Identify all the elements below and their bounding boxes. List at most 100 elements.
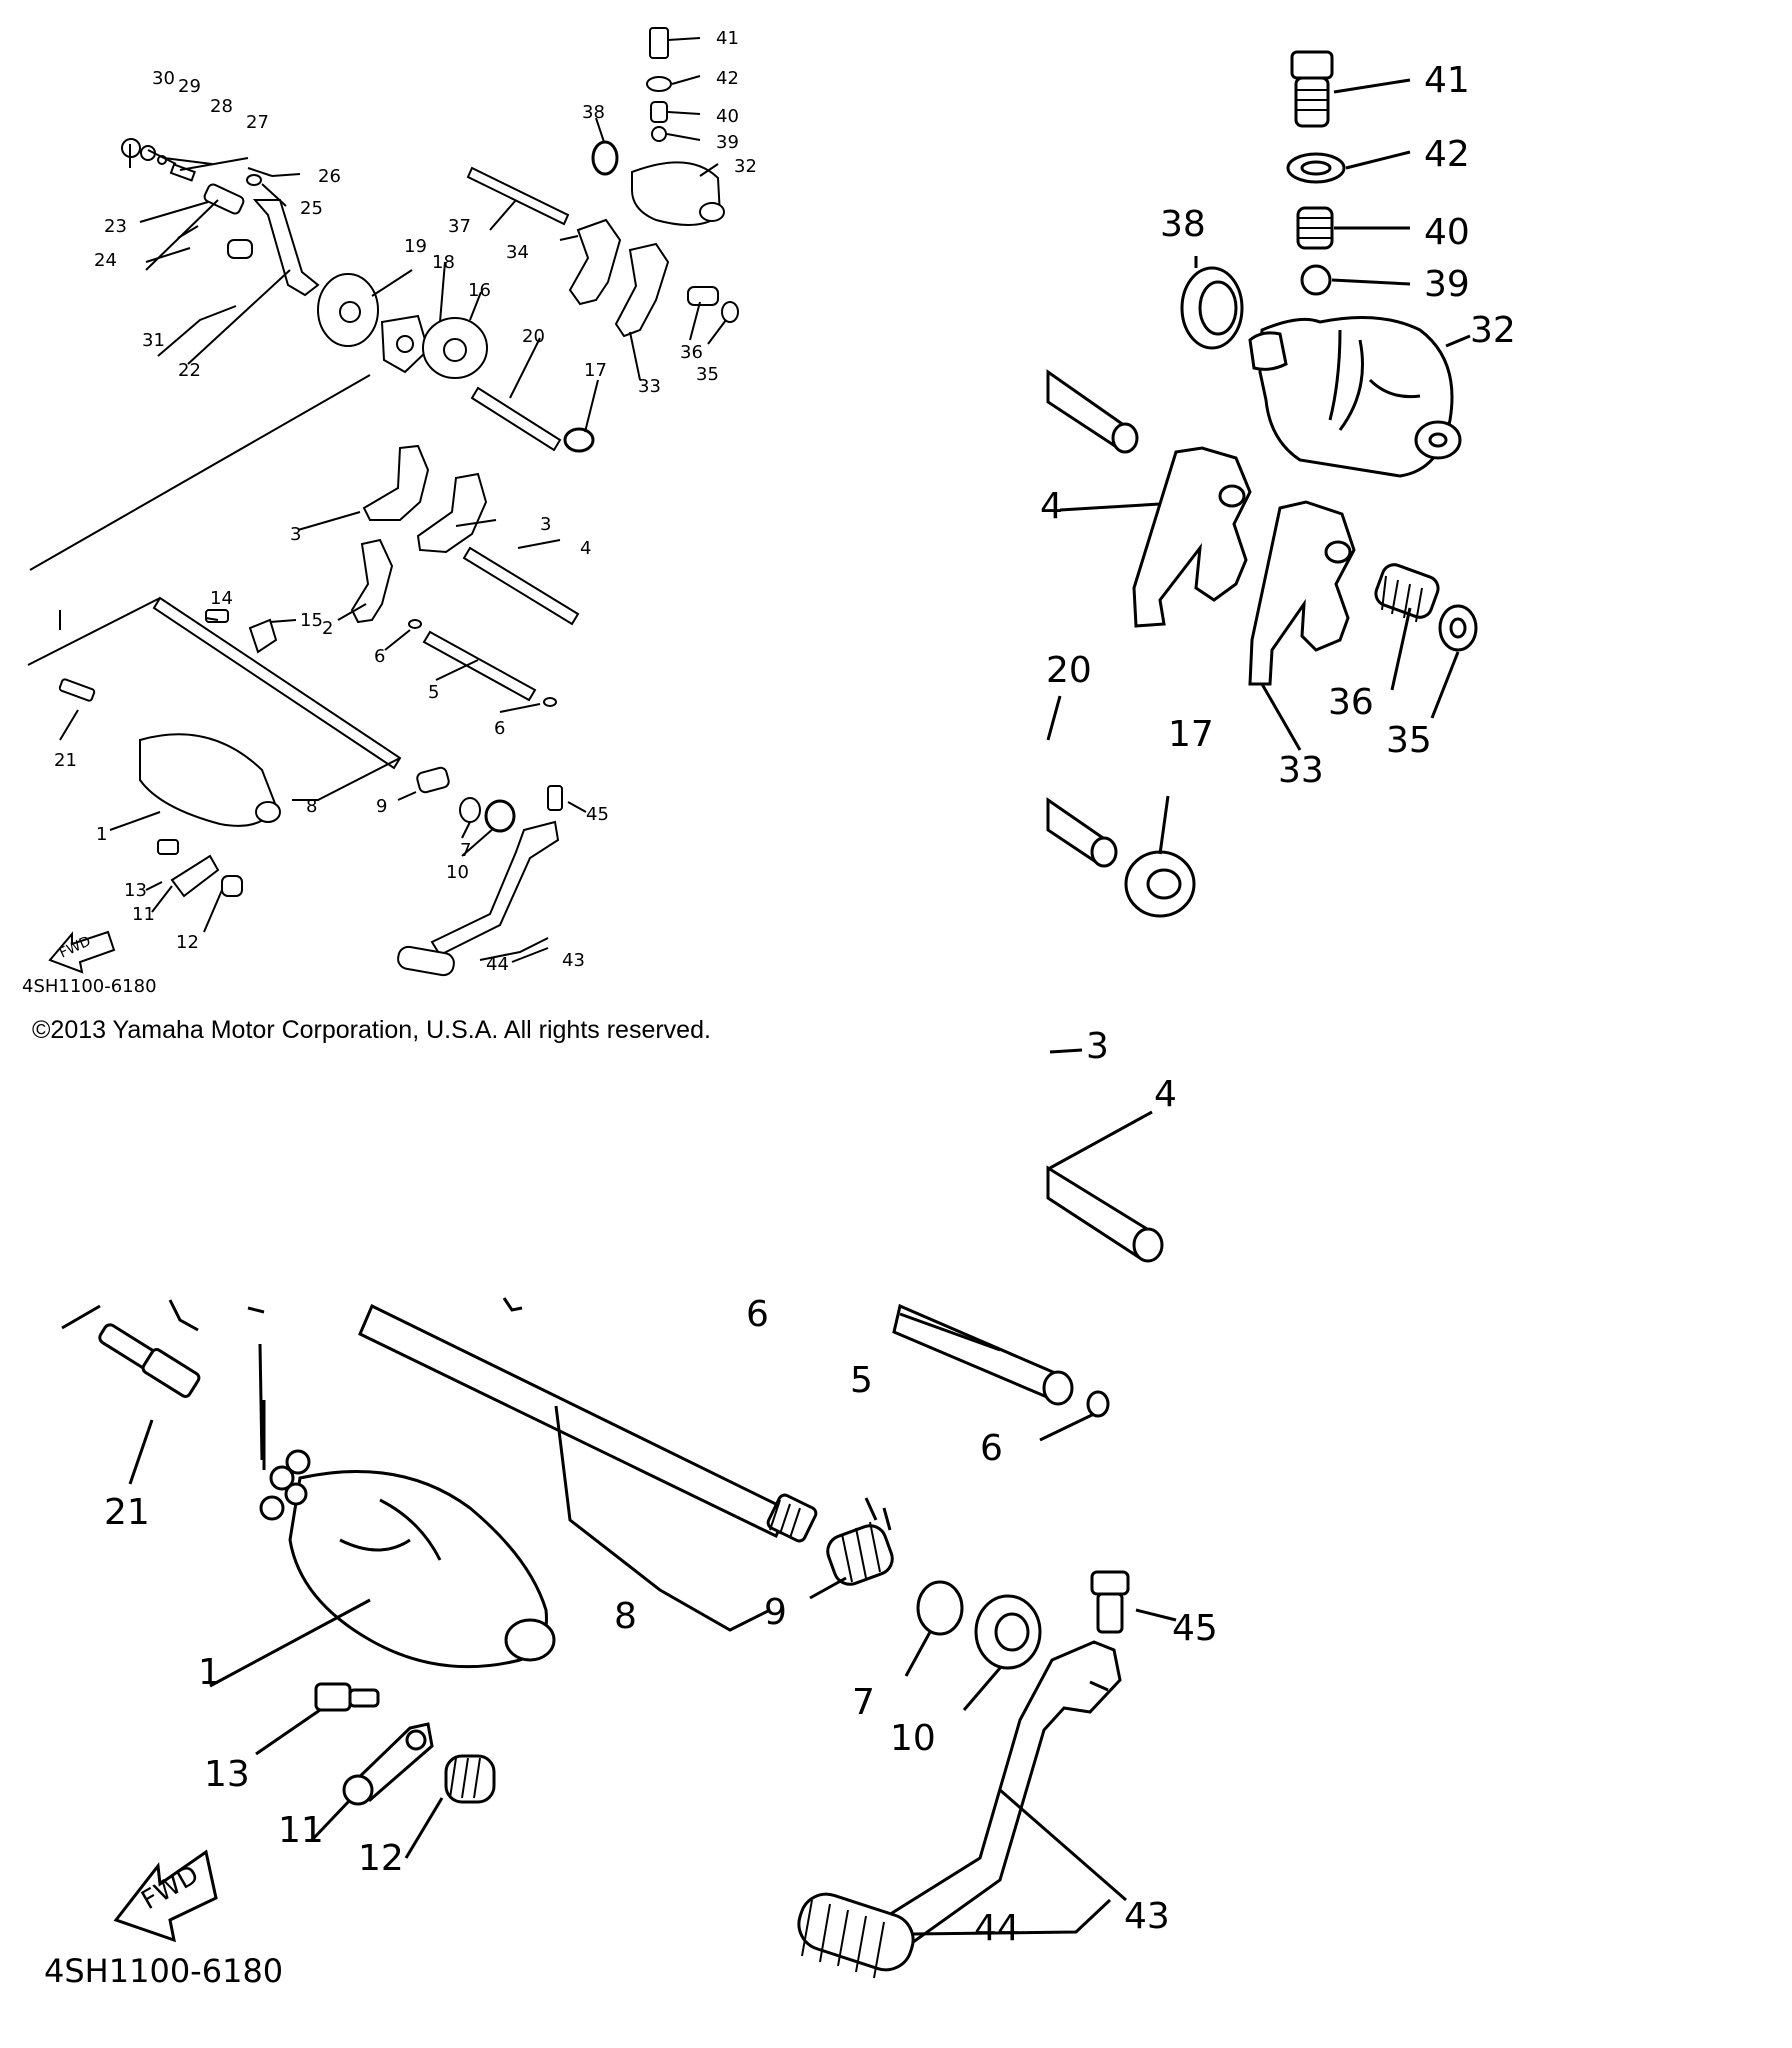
part-15-plate — [248, 618, 278, 654]
overview-leader-lines — [59, 37, 727, 963]
overview-callout-23-6: 23 — [104, 216, 127, 237]
overview-callout-14-29: 14 — [210, 588, 233, 609]
detail-ll-callout-1-7: 1 — [198, 1652, 221, 1693]
part-9-spring — [416, 766, 450, 794]
detail-ur-callout-32-5: 32 — [1470, 310, 1516, 351]
part-31-spring — [227, 239, 253, 259]
part-7-washer — [459, 797, 481, 823]
detail-ll-callout-7-8: 7 — [852, 1682, 875, 1723]
detail-ll-callout-9-5: 9 — [764, 1592, 787, 1633]
overview-callout-5-33: 5 — [428, 682, 439, 703]
overview-callout-18-11: 18 — [432, 252, 455, 273]
part-42-washer — [646, 76, 672, 92]
part-36-spring — [687, 286, 719, 306]
part-33-fork — [614, 242, 670, 338]
overview-callout-45-40: 45 — [586, 804, 609, 825]
detail-ll-callout-43-14: 43 — [1124, 1896, 1170, 1937]
overview-callout-1-41: 1 — [96, 824, 107, 845]
overview-callout-7-38: 7 — [460, 840, 471, 861]
overview-callout-4-28: 4 — [580, 538, 591, 559]
overview-callout-31-8: 31 — [142, 330, 165, 351]
overview-callout-8-36: 8 — [306, 796, 317, 817]
part-25-collar — [246, 174, 262, 186]
part-10-seal — [484, 799, 516, 833]
part-17-bearing-detail — [1124, 850, 1196, 918]
part-13-bolt — [157, 839, 179, 855]
overview-callout-29-1: 29 — [178, 76, 201, 97]
overview-callout-41-22: 41 — [716, 28, 739, 49]
detail-ll-callout-5-1: 5 — [850, 1360, 873, 1401]
detail-ll-callout-44-13: 44 — [974, 1908, 1020, 1949]
part-5-shaft — [422, 630, 537, 702]
part-40-spring-detail — [1296, 206, 1334, 250]
part-43-shift-pedal — [430, 820, 560, 957]
part-41-bolt — [649, 27, 669, 59]
overview-callout-28-2: 28 — [210, 96, 233, 117]
overview-callout-33-19: 33 — [638, 376, 661, 397]
part-35-washer — [721, 301, 739, 323]
part-13-bolt-detail — [314, 1682, 380, 1712]
part-21-bolt — [58, 678, 96, 702]
fwd-arrow-overview — [48, 930, 116, 974]
overview-callout-16-12: 16 — [468, 280, 491, 301]
overview-callout-22-9: 22 — [178, 360, 201, 381]
part-41-bolt-detail — [1290, 50, 1334, 128]
part-6-clip-a — [408, 619, 422, 629]
detail-ll-callout-10-9: 10 — [890, 1718, 936, 1759]
part-38-bearing — [591, 140, 619, 176]
part-23-arm-clamp — [203, 183, 245, 215]
part-20-shaft — [470, 386, 562, 452]
part-17-bearing — [563, 427, 595, 453]
part-36-spring-detail — [1374, 563, 1440, 623]
part-9-spring-detail — [826, 1497, 894, 1586]
part-40-spring — [650, 101, 668, 123]
detail-ll-callout-6-2: 6 — [980, 1428, 1003, 1469]
part-45-bolt-detail — [1090, 1570, 1130, 1634]
overview-callout-19-10: 19 — [404, 236, 427, 257]
detail-ll-callout-21-3: 21 — [104, 1492, 150, 1533]
part-35-washer-detail — [1438, 604, 1478, 652]
overview-callout-37-15: 37 — [448, 216, 471, 237]
detail-ur-callout-3-12: 3 — [1086, 1026, 1109, 1067]
overview-callout-40-24: 40 — [716, 106, 739, 127]
overview-callout-44-45: 44 — [486, 954, 509, 975]
overview-callout-35-21: 35 — [696, 364, 719, 385]
part-8-shaft-end-detail — [766, 1493, 818, 1543]
part-12-spring — [221, 875, 243, 897]
part-3-fork-right — [416, 472, 488, 554]
overview-callout-34-18: 34 — [506, 242, 529, 263]
part-1-shift-drum-detail — [259, 1449, 556, 1669]
detail-ur-callout-36-7: 36 — [1328, 682, 1374, 723]
part-11-stopper-lever — [170, 854, 220, 898]
detail-ur-callout-42-1: 42 — [1424, 134, 1470, 175]
detail-ll-callout-11-11: 11 — [278, 1810, 324, 1851]
detail-ur-callout-4-13: 4 — [1154, 1074, 1177, 1115]
detail-upper-right-leader-lines — [1046, 78, 1471, 1170]
overview-diagram — [27, 27, 739, 977]
overview-callout-15-30: 15 — [300, 610, 323, 631]
overview-callout-3-26: 3 — [290, 524, 301, 545]
part-2-fork — [350, 538, 394, 624]
overview-callout-12-44: 12 — [176, 932, 199, 953]
detail-ur-callout-20-10: 20 — [1046, 650, 1092, 691]
overview-callout-10-39: 10 — [446, 862, 469, 883]
overview-callout-6-32: 6 — [374, 646, 385, 667]
overview-callout-39-25: 39 — [716, 132, 739, 153]
part-34-fork — [568, 218, 622, 306]
overview-callout-27-3: 27 — [246, 112, 269, 133]
part-44-pedal-rubber — [397, 945, 455, 977]
part-11-stopper-lever-detail — [342, 1722, 434, 1806]
part-33-fork-detail — [1248, 500, 1356, 686]
part-32-drum-detail — [1248, 316, 1462, 478]
part-32-drum — [631, 161, 722, 226]
part-39-ball — [651, 126, 667, 142]
detail-ur-callout-38-4: 38 — [1160, 204, 1206, 245]
overview-callout-11-43: 11 — [132, 904, 155, 925]
detail-ll-callout-6-0: 6 — [746, 1294, 769, 1335]
overview-callout-2-31: 2 — [322, 618, 333, 639]
overview-callout-42-23: 42 — [716, 68, 739, 89]
detail-ll-callout-12-12: 12 — [358, 1838, 404, 1879]
overview-callout-20-13: 20 — [522, 326, 545, 347]
